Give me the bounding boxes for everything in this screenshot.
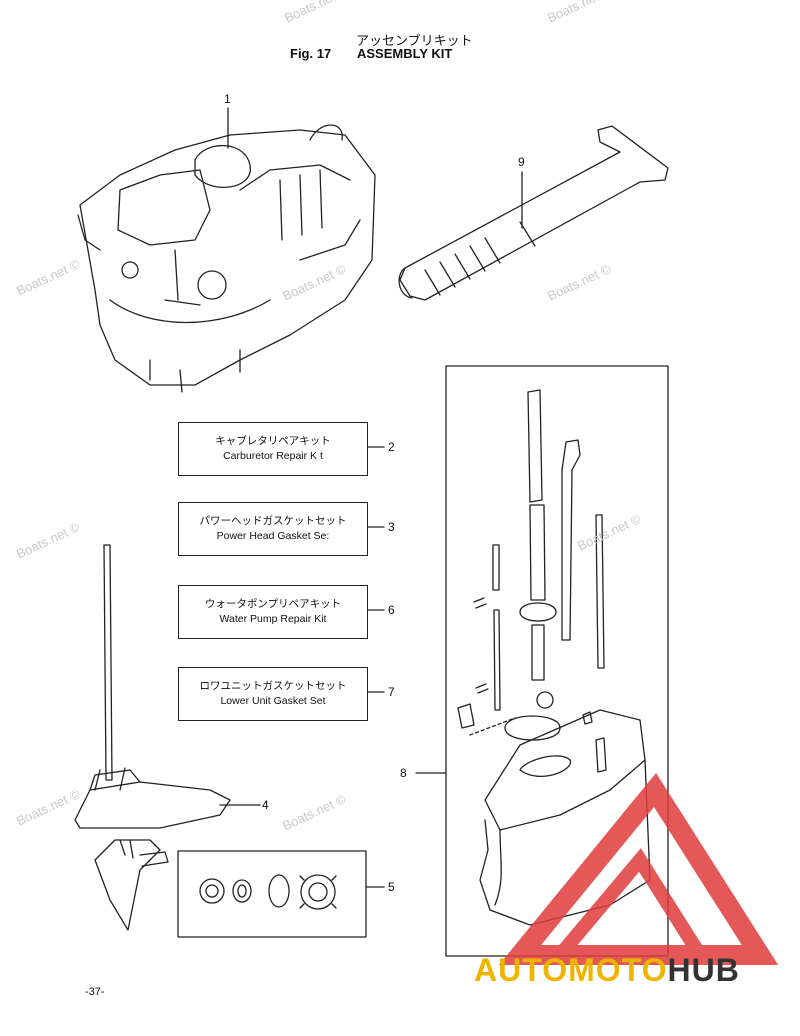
callout-1: 1 [224, 92, 231, 106]
brand-logo-graphic [498, 772, 779, 965]
seal-kit-box [177, 850, 367, 938]
kit-label-jp: ウォータポンプリペアキット [204, 598, 342, 610]
kit-label-en: Lower Unit Gasket Set [220, 695, 326, 707]
callout-7: 7 [388, 685, 395, 699]
figure-number: Fig. 17 [290, 46, 332, 61]
callout-9: 9 [518, 155, 525, 169]
kit-label-jp: キャブレタリペアキット [215, 435, 331, 447]
brand-name-part2: HUB [667, 952, 740, 988]
kit-label-en: Carburetor Repair K t [223, 450, 323, 462]
kit-box-lower-unit: ロワユニットガスケットセット Lower Unit Gasket Set [178, 667, 368, 721]
kit-box-power-head: パワーヘッドガスケットセット Power Head Gasket Se: [178, 502, 368, 556]
handle-drawing [398, 125, 669, 301]
water-pump-drawing [74, 544, 231, 931]
kit-label-jp: ロワユニットガスケットセット [199, 680, 347, 692]
title-japanese: アッセンブリキット [356, 34, 473, 49]
callout-3: 3 [388, 520, 395, 534]
callout-8: 8 [400, 766, 407, 780]
seal-kit-drawing [199, 874, 337, 910]
brand-logo-text: AUTOMOTOHUB [474, 952, 740, 989]
page-number: -37- [85, 986, 105, 998]
callout-2: 2 [388, 440, 395, 454]
kit-label-jp: パワーヘッドガスケットセット [199, 515, 347, 527]
kit-label-en: Power Head Gasket Se: [216, 530, 330, 542]
lower-unit-drawing [457, 389, 651, 926]
callout-4: 4 [262, 798, 269, 812]
callout-6: 6 [388, 603, 395, 617]
power-head-drawing [77, 124, 376, 393]
kit-label-en: Water Pump Repair Kit [219, 613, 327, 625]
brand-name-part1: AUTOMOTO [474, 952, 668, 988]
callout-5: 5 [388, 880, 395, 894]
figure-title: ASSEMBLY KIT [357, 46, 453, 61]
kit-box-carburetor: キャブレタリペアキット Carburetor Repair K t [178, 422, 368, 476]
kit-box-water-pump: ウォータポンプリペアキット Water Pump Repair Kit [178, 585, 368, 639]
